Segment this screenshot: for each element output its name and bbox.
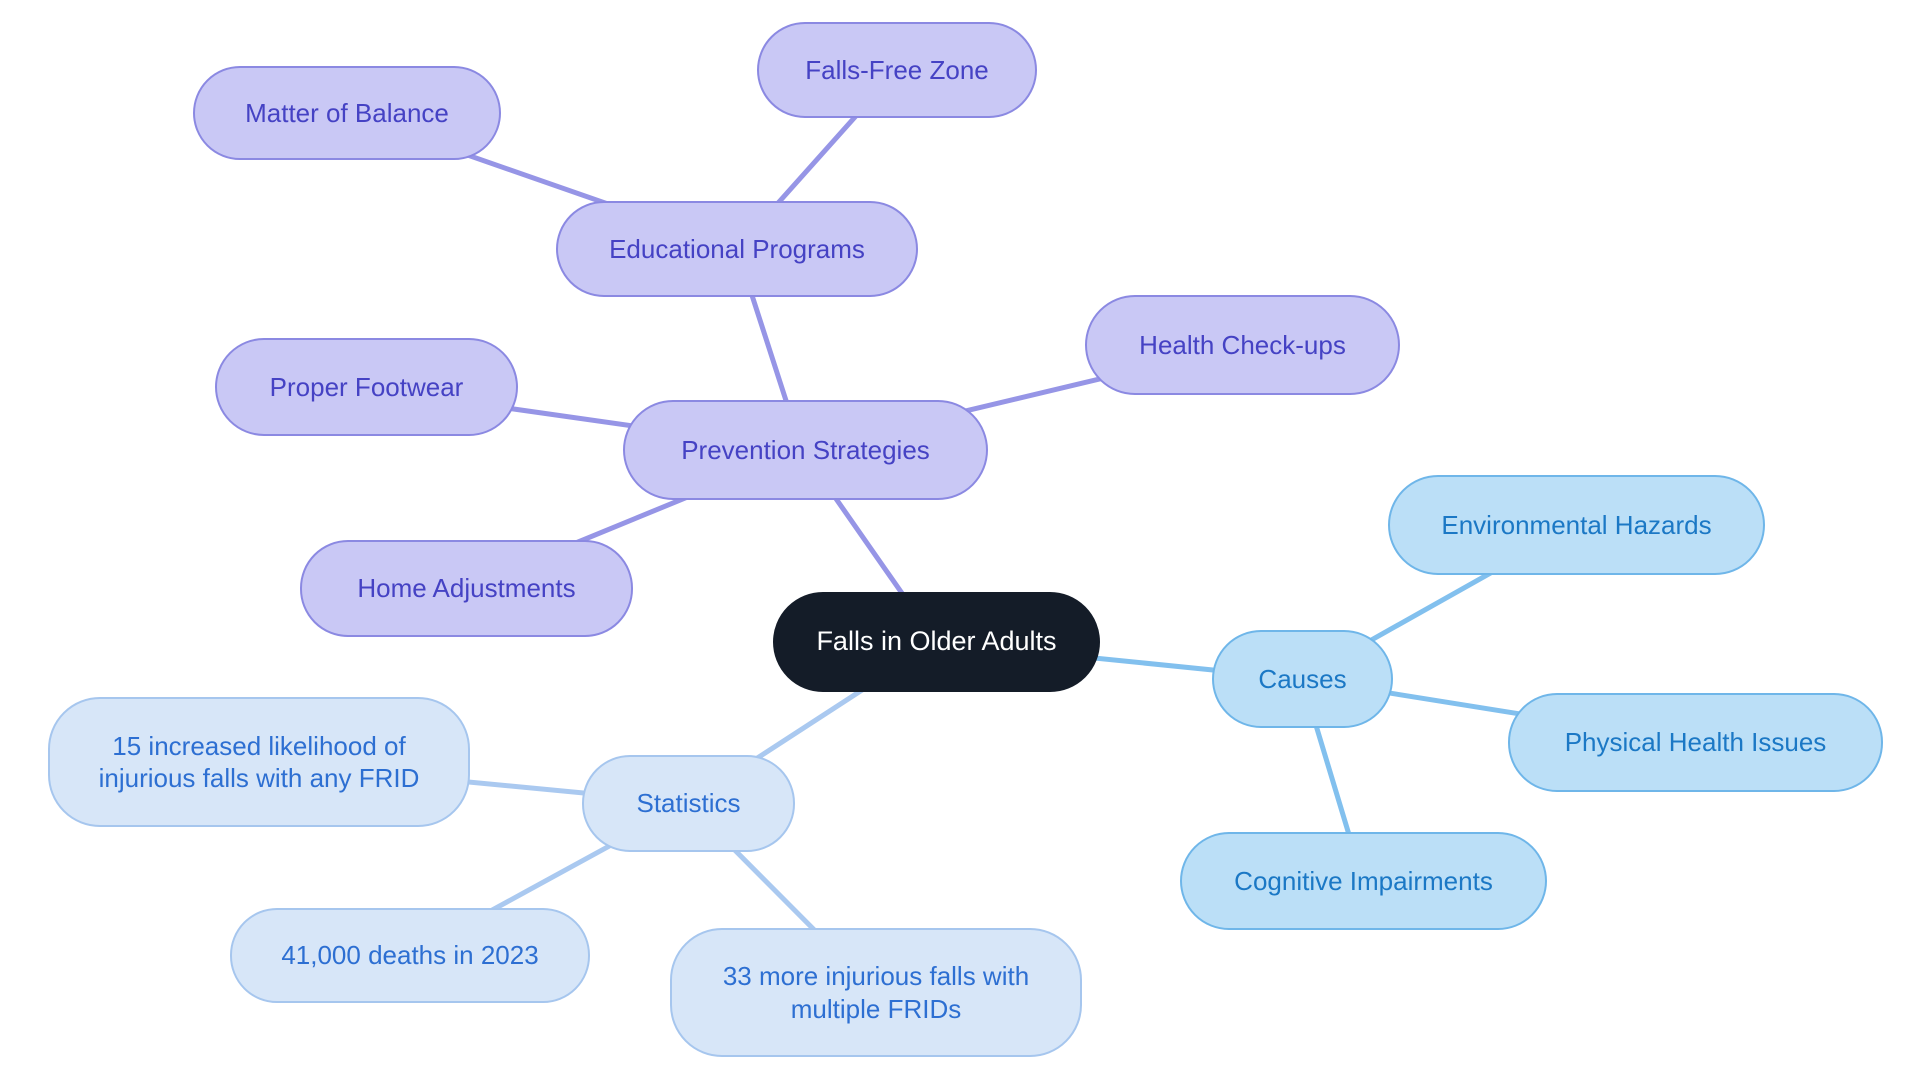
node-label: Educational Programs (609, 233, 865, 264)
node-causes[interactable]: Causes (1212, 630, 1393, 728)
node-label: 33 more injurious falls with multiple FR… (722, 961, 1030, 1024)
node-statistics[interactable]: Statistics (582, 755, 795, 852)
node-cognitive-impairments[interactable]: Cognitive Impairments (1180, 832, 1547, 930)
node-label: 15 increased likelihood of injurious fal… (98, 730, 420, 794)
node-educational-programs[interactable]: Educational Programs (556, 201, 918, 297)
node-prevention-strategies[interactable]: Prevention Strategies (623, 400, 988, 500)
node-health-check-ups[interactable]: Health Check-ups (1085, 295, 1400, 395)
node-stat-frid-likelihood[interactable]: 15 increased likelihood of injurious fal… (48, 697, 470, 827)
node-stat-multiple-frids[interactable]: 33 more injurious falls with multiple FR… (670, 928, 1082, 1057)
node-environmental-hazards[interactable]: Environmental Hazards (1388, 475, 1765, 575)
node-label: Proper Footwear (269, 371, 464, 402)
node-matter-of-balance[interactable]: Matter of Balance (193, 66, 501, 160)
node-label: Statistics (636, 788, 741, 819)
node-label: 41,000 deaths in 2023 (281, 940, 539, 971)
node-physical-health-issues[interactable]: Physical Health Issues (1508, 693, 1883, 792)
root-node-label: Falls in Older Adults (816, 626, 1057, 657)
node-stat-deaths-2023[interactable]: 41,000 deaths in 2023 (230, 908, 590, 1003)
node-falls-free-zone[interactable]: Falls-Free Zone (757, 22, 1037, 118)
node-label: Home Adjustments (357, 573, 576, 604)
node-label: Matter of Balance (245, 97, 449, 128)
node-proper-footwear[interactable]: Proper Footwear (215, 338, 518, 436)
node-label: Environmental Hazards (1441, 509, 1712, 540)
node-label: Physical Health Issues (1564, 727, 1827, 758)
node-label: Falls-Free Zone (805, 54, 989, 85)
node-label: Cognitive Impairments (1234, 865, 1493, 896)
node-home-adjustments[interactable]: Home Adjustments (300, 540, 633, 637)
root-node-falls-in-older-adults[interactable]: Falls in Older Adults (773, 592, 1100, 692)
node-label: Prevention Strategies (681, 434, 930, 465)
node-label: Health Check-ups (1139, 329, 1346, 360)
node-label: Causes (1258, 663, 1347, 694)
